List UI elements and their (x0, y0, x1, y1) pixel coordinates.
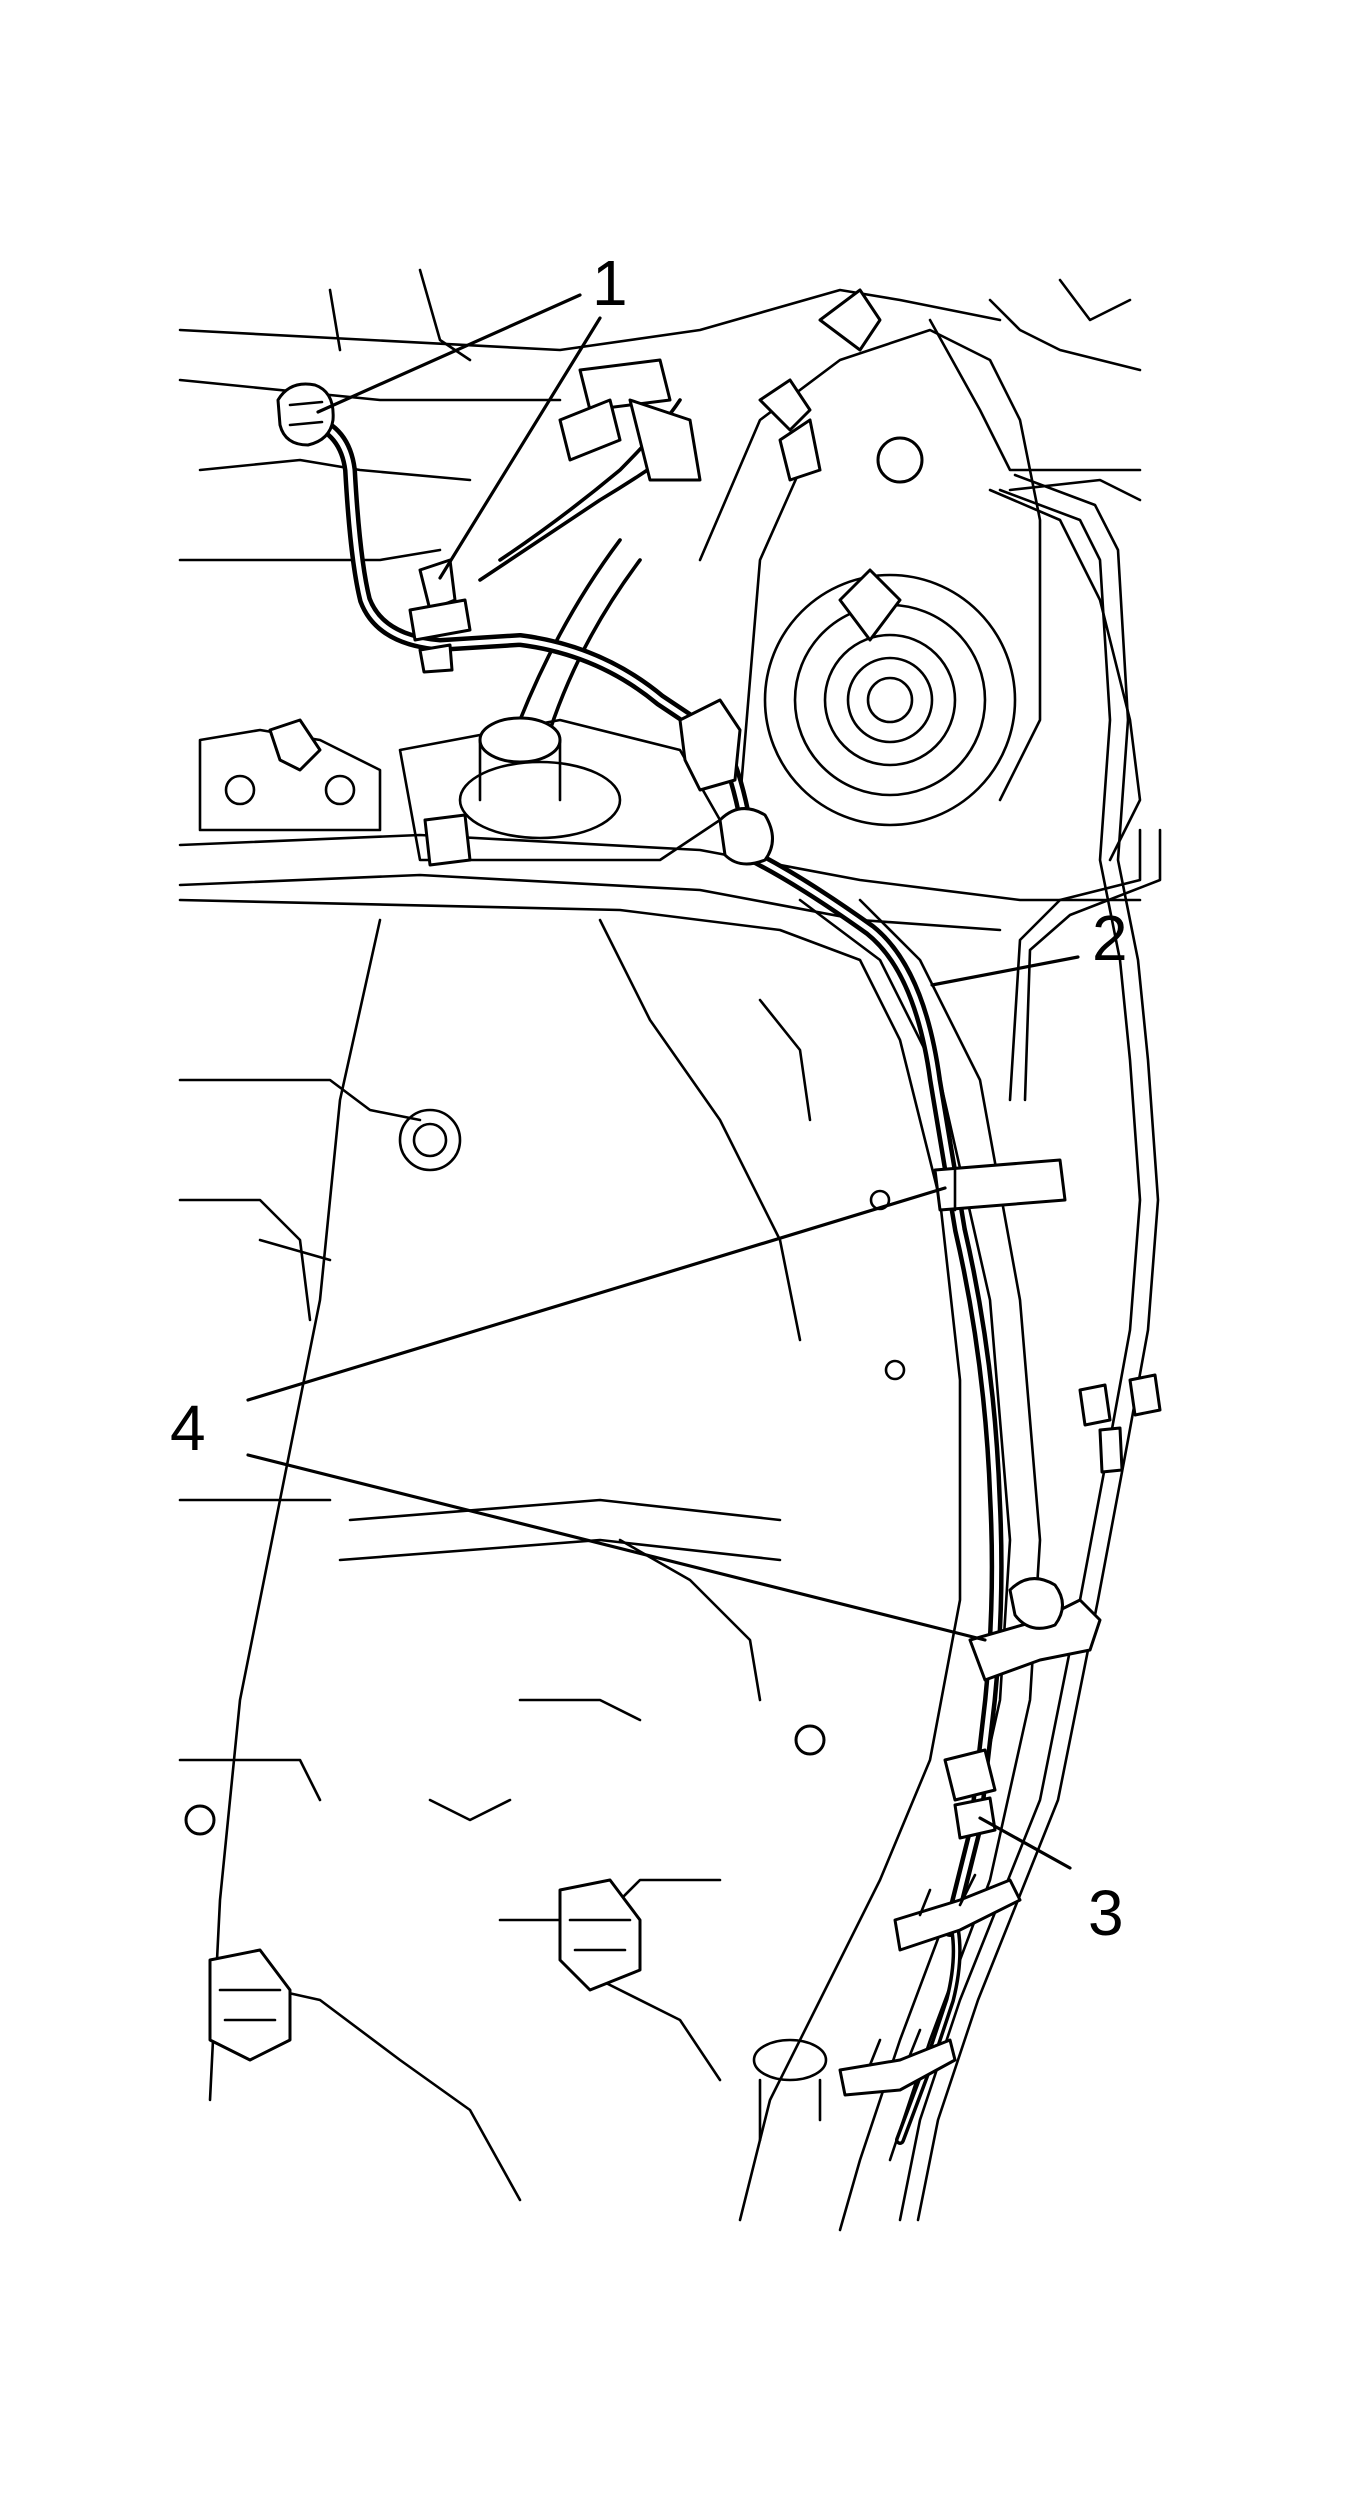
hose-fittings-and-clips (276, 382, 1102, 2097)
retaining-strap-upper (933, 1158, 1067, 1212)
callout-1: 1 (592, 247, 628, 319)
fuel-lines-right (898, 473, 1162, 2222)
callout-leaders (246, 293, 1080, 1870)
hose-fitting-top (276, 382, 335, 447)
callout-2: 2 (1092, 902, 1128, 974)
vehicle-body-structure (178, 268, 1142, 2232)
callout-3: 3 (1088, 1877, 1124, 1949)
hose-clip-upper (418, 558, 457, 612)
callout-4: 4 (170, 1392, 206, 1464)
hose-fitting-lower (943, 1748, 997, 1802)
